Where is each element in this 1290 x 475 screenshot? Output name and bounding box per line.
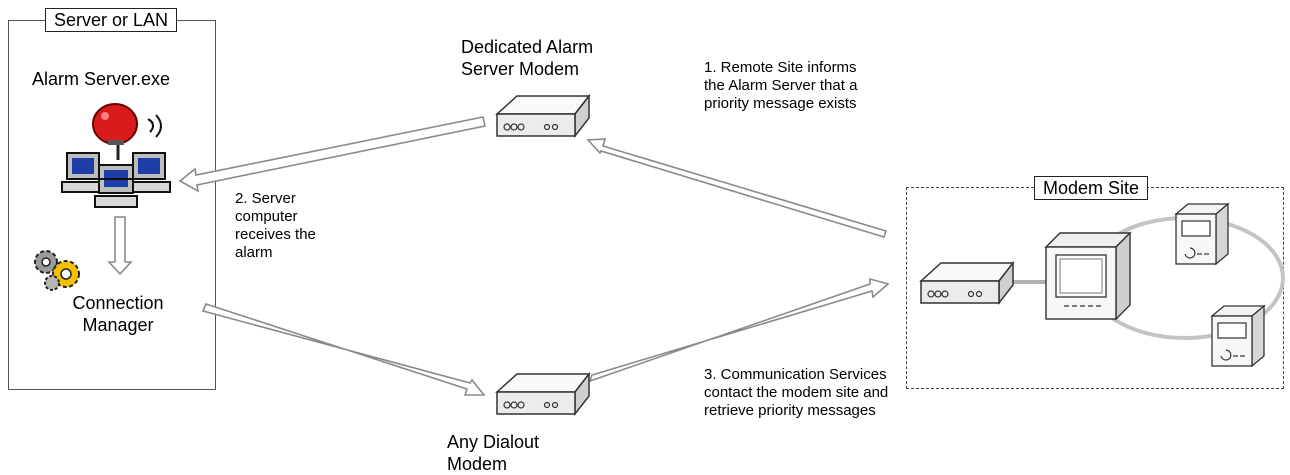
power-meter-icon [1044,231,1132,321]
arrow-modem-to-server [178,116,486,193]
step-2-note: 2. Server computer receives the alarm [235,190,316,261]
meter-icon-bottom [1211,305,1265,367]
dialout-modem-label: Any Dialout Modem [447,432,540,474]
gears-icon [34,250,80,291]
step-1-note: 1. Remote Site informs the Alarm Server … [704,59,858,112]
arrow-dialout-to-site [588,277,890,383]
arrow-site-to-dedicated-modem [586,138,888,238]
dedicated-modem-label: Dedicated Alarm Server Modem [461,37,594,79]
dialout-modem-icon [496,373,590,415]
meter-icon-top [1175,203,1229,265]
dedicated-modem-icon [496,95,590,137]
alarm-server-label: Alarm Server.exe [32,69,171,89]
server-lan-title: Server or LAN [45,8,178,32]
connection-manager-label: Connection Manager [72,293,164,335]
arrow-server-down [107,216,133,276]
arrow-manager-to-dialout [201,303,486,396]
site-modem-icon [920,262,1014,304]
step-3-note: 3. Communication Services contact the mo… [704,366,889,419]
alarm-server-icon [61,103,171,208]
modem-site-title: Modem Site [1034,176,1149,200]
